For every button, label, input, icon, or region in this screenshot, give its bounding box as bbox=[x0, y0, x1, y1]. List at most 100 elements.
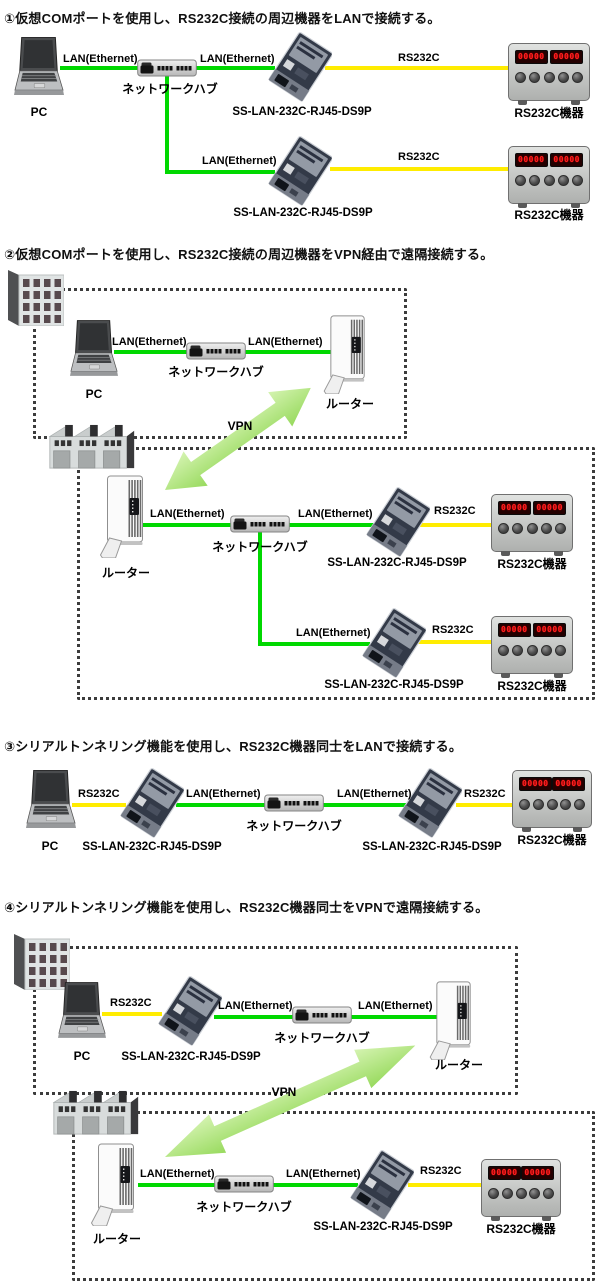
pc-label: PC bbox=[73, 1049, 91, 1063]
vpn-arrow-icon bbox=[156, 1025, 425, 1178]
section-3-title: ③シリアルトンネリング機能を使用し、RS232C機器同士をLANで接続する。 bbox=[4, 739, 463, 754]
knob bbox=[515, 72, 526, 84]
lan-cable bbox=[140, 523, 232, 527]
rs232c-cable bbox=[456, 803, 514, 807]
rs232c-device-label: RS232C機器 bbox=[514, 208, 584, 222]
knob bbox=[555, 523, 566, 535]
remote-network-boundary bbox=[72, 1111, 595, 1281]
converter-label: SS-LAN-232C-RJ45-DS9P bbox=[121, 1051, 261, 1063]
knob bbox=[529, 72, 541, 84]
factory-building-icon bbox=[46, 424, 138, 470]
office-network-boundary bbox=[33, 946, 518, 1095]
rs232c-cable bbox=[72, 803, 126, 807]
knob bbox=[572, 72, 583, 84]
lan-cable-label: LAN(Ethernet) bbox=[63, 53, 138, 65]
network-hub-icon bbox=[264, 794, 324, 812]
router-icon bbox=[98, 474, 153, 558]
led-display: 00000 bbox=[533, 501, 566, 516]
knob bbox=[560, 799, 572, 811]
led-display: 00000 bbox=[515, 153, 548, 168]
lan-cable bbox=[244, 350, 336, 354]
led-display: 00000 bbox=[550, 153, 583, 168]
pc-laptop-icon bbox=[70, 320, 118, 382]
pc-laptop-icon bbox=[14, 37, 64, 101]
rs232c-cable-label: RS232C bbox=[420, 1165, 462, 1177]
lan-cable-label: LAN(Ethernet) bbox=[150, 508, 225, 520]
led-display: 00000 bbox=[552, 777, 585, 792]
lan-cable bbox=[138, 1183, 216, 1187]
rs232c-cable-label: RS232C bbox=[464, 788, 506, 800]
rs232c-device-label: RS232C機器 bbox=[497, 679, 567, 693]
rs232c-device-label: RS232C機器 bbox=[517, 833, 587, 847]
lan-cable-label: LAN(Ethernet) bbox=[200, 53, 275, 65]
lan-cable bbox=[165, 170, 275, 174]
rs232c-cable-label: RS232C bbox=[398, 151, 440, 163]
lan-converter-icon bbox=[268, 30, 332, 106]
knob bbox=[515, 175, 526, 187]
lan-cable bbox=[194, 66, 275, 70]
vpn-label: VPN bbox=[227, 419, 253, 433]
lan-cable bbox=[288, 523, 378, 527]
lan-cable bbox=[165, 75, 169, 174]
converter-label: SS-LAN-232C-RJ45-DS9P bbox=[362, 841, 502, 853]
rs232c-cable bbox=[420, 523, 494, 527]
factory-building-icon bbox=[50, 1090, 142, 1136]
knob bbox=[488, 1188, 499, 1200]
converter-label: SS-LAN-232C-RJ45-DS9P bbox=[313, 1221, 453, 1233]
lan-cable-label: LAN(Ethernet) bbox=[248, 336, 323, 348]
knob bbox=[498, 523, 509, 535]
hub-label: ネットワークハブ bbox=[168, 365, 264, 379]
led-display: 00000 bbox=[519, 777, 552, 792]
knob bbox=[546, 799, 558, 811]
hub-label: ネットワークハブ bbox=[212, 540, 308, 554]
rs232c-cable bbox=[102, 1012, 162, 1016]
lan-converter-icon bbox=[158, 974, 222, 1050]
knob bbox=[543, 1188, 554, 1200]
lan-cable-label: LAN(Ethernet) bbox=[358, 1000, 433, 1012]
lan-cable-label: LAN(Ethernet) bbox=[298, 508, 373, 520]
knob bbox=[526, 523, 538, 535]
rs232c-cable-label: RS232C bbox=[398, 52, 440, 64]
hub-label: ネットワークハブ bbox=[122, 82, 218, 96]
section-2-title: ②仮想COMポートを使用し、RS232C接続の周辺機器をVPN経由で遠隔接続する… bbox=[4, 247, 494, 262]
vpn-label: VPN bbox=[271, 1085, 297, 1099]
rs232c-cable bbox=[418, 640, 494, 644]
led-display: 00000 bbox=[550, 50, 583, 65]
lan-cable bbox=[322, 803, 406, 807]
led-display: 00000 bbox=[488, 1166, 521, 1181]
knob bbox=[501, 1188, 513, 1200]
lan-cable-label: LAN(Ethernet) bbox=[296, 627, 371, 639]
knob bbox=[498, 645, 509, 657]
converter-label: SS-LAN-232C-RJ45-DS9P bbox=[82, 841, 222, 853]
led-display: 00000 bbox=[498, 623, 531, 638]
knob bbox=[529, 1188, 541, 1200]
lan-cable bbox=[176, 803, 266, 807]
lan-converter-icon bbox=[366, 485, 430, 561]
network-hub-icon bbox=[230, 515, 290, 533]
led-display: 00000 bbox=[533, 623, 566, 638]
knob bbox=[555, 645, 566, 657]
knob bbox=[515, 1188, 527, 1200]
pc-label: PC bbox=[41, 839, 59, 853]
rs232c-cable-label: RS232C bbox=[110, 997, 152, 1009]
converter-label: SS-LAN-232C-RJ45-DS9P bbox=[324, 679, 464, 691]
lan-cable bbox=[114, 350, 188, 354]
knob bbox=[512, 645, 524, 657]
lan-converter-icon bbox=[362, 606, 426, 682]
knob bbox=[540, 645, 552, 657]
lan-cable-label: LAN(Ethernet) bbox=[186, 788, 261, 800]
lan-cable-label: LAN(Ethernet) bbox=[140, 1168, 215, 1180]
hub-label: ネットワークハブ bbox=[196, 1200, 292, 1214]
knob bbox=[574, 799, 585, 811]
lan-cable bbox=[350, 1015, 440, 1019]
knob bbox=[532, 799, 544, 811]
rs232c-cable bbox=[330, 167, 510, 171]
pc-label: PC bbox=[30, 105, 48, 119]
router-icon bbox=[428, 980, 480, 1060]
rs232c-cable-label: RS232C bbox=[434, 505, 476, 517]
